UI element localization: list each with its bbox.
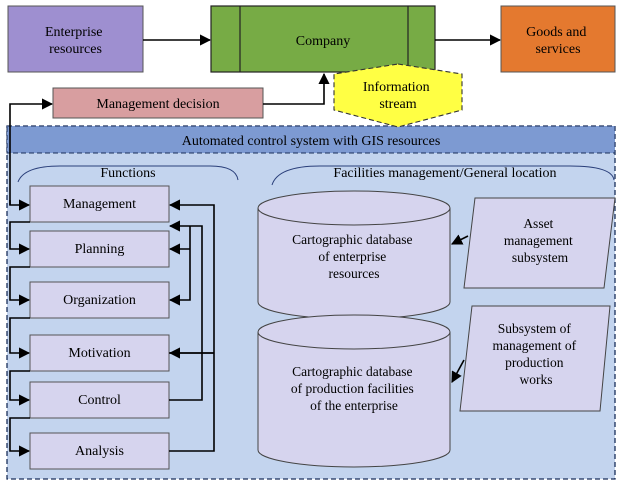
function-label-management: Management [63, 197, 136, 212]
function-label-motivation: Motivation [68, 346, 130, 361]
left-cycle-connectors [9, 199, 31, 457]
system-title: Automated control system with GIS resour… [182, 134, 441, 149]
functions-heading: Functions [100, 166, 155, 181]
goods-services-box [500, 5, 616, 73]
functions-brace [17, 165, 239, 183]
arrow-system-to-decision [9, 98, 54, 200]
function-box-analysis [29, 432, 170, 470]
function-box-organization [29, 281, 170, 319]
db-production-label: Cartographic database of production faci… [291, 364, 417, 413]
asset-management-subsystem-label: Asset management subsystem [504, 216, 576, 265]
right-feedback-connectors [168, 199, 215, 452]
arrow-production-to-db [451, 359, 465, 383]
goods-services-label: Goods and services [526, 25, 590, 57]
company-box [210, 5, 436, 73]
information-stream-shape [333, 63, 463, 128]
enterprise-resources-label: Enterprise resources [45, 25, 106, 57]
facilities-brace [271, 165, 615, 186]
production-works-subsystem-label: Subsystem of management of production wo… [493, 321, 580, 387]
function-label-organization: Organization [63, 293, 136, 308]
function-label-control: Control [78, 393, 121, 408]
db-enterprise-label: Cartographic database of enterprise reso… [292, 232, 416, 281]
function-list: Management Planning Organization Motivat… [29, 185, 170, 470]
enterprise-resources-box [7, 5, 144, 73]
production-works-subsystem-box [459, 305, 611, 412]
asset-management-subsystem-box [463, 197, 616, 289]
arrow-asset-to-db [450, 234, 469, 245]
company-label: Company [296, 34, 350, 49]
function-box-management [29, 185, 170, 223]
function-label-planning: Planning [75, 242, 125, 257]
arrow-decision-to-company [263, 72, 330, 105]
facilities-heading: Facilities management/General location [333, 166, 556, 181]
system-title-bar [6, 125, 616, 154]
information-stream-label: Information stream [363, 80, 433, 112]
db-enterprise-resources: Cartographic database of enterprise reso… [257, 190, 451, 320]
management-decision-label: Management decision [96, 97, 219, 112]
db-production-facilities: Cartographic database of production faci… [257, 314, 451, 468]
function-label-analysis: Analysis [75, 444, 124, 459]
management-decision-box [52, 87, 264, 119]
